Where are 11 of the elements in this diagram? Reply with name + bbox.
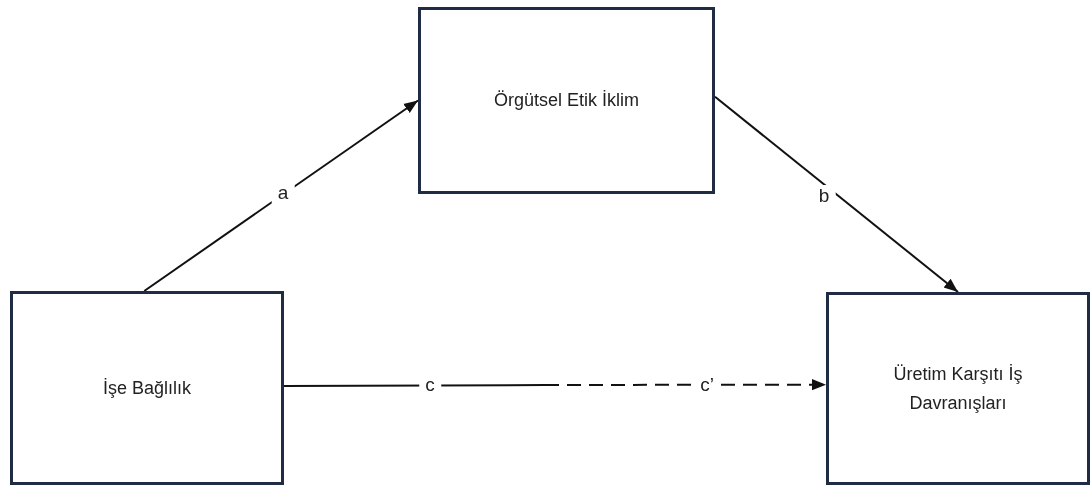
- path-arrow: [143, 99, 419, 292]
- path-arrow: [714, 95, 959, 293]
- path-arrow: [544, 379, 827, 391]
- variable-label: Üretim Karşıtı İş Davranışları: [892, 362, 1024, 415]
- variable-label: İşe Bağlılık: [101, 376, 192, 400]
- variable-box: [418, 7, 715, 194]
- path-line: [283, 384, 546, 388]
- variable-box: [10, 291, 284, 485]
- edge-label: a: [271, 182, 295, 204]
- variable-box: [826, 292, 1090, 485]
- variable-label: Örgütsel Etik İklim: [493, 89, 640, 113]
